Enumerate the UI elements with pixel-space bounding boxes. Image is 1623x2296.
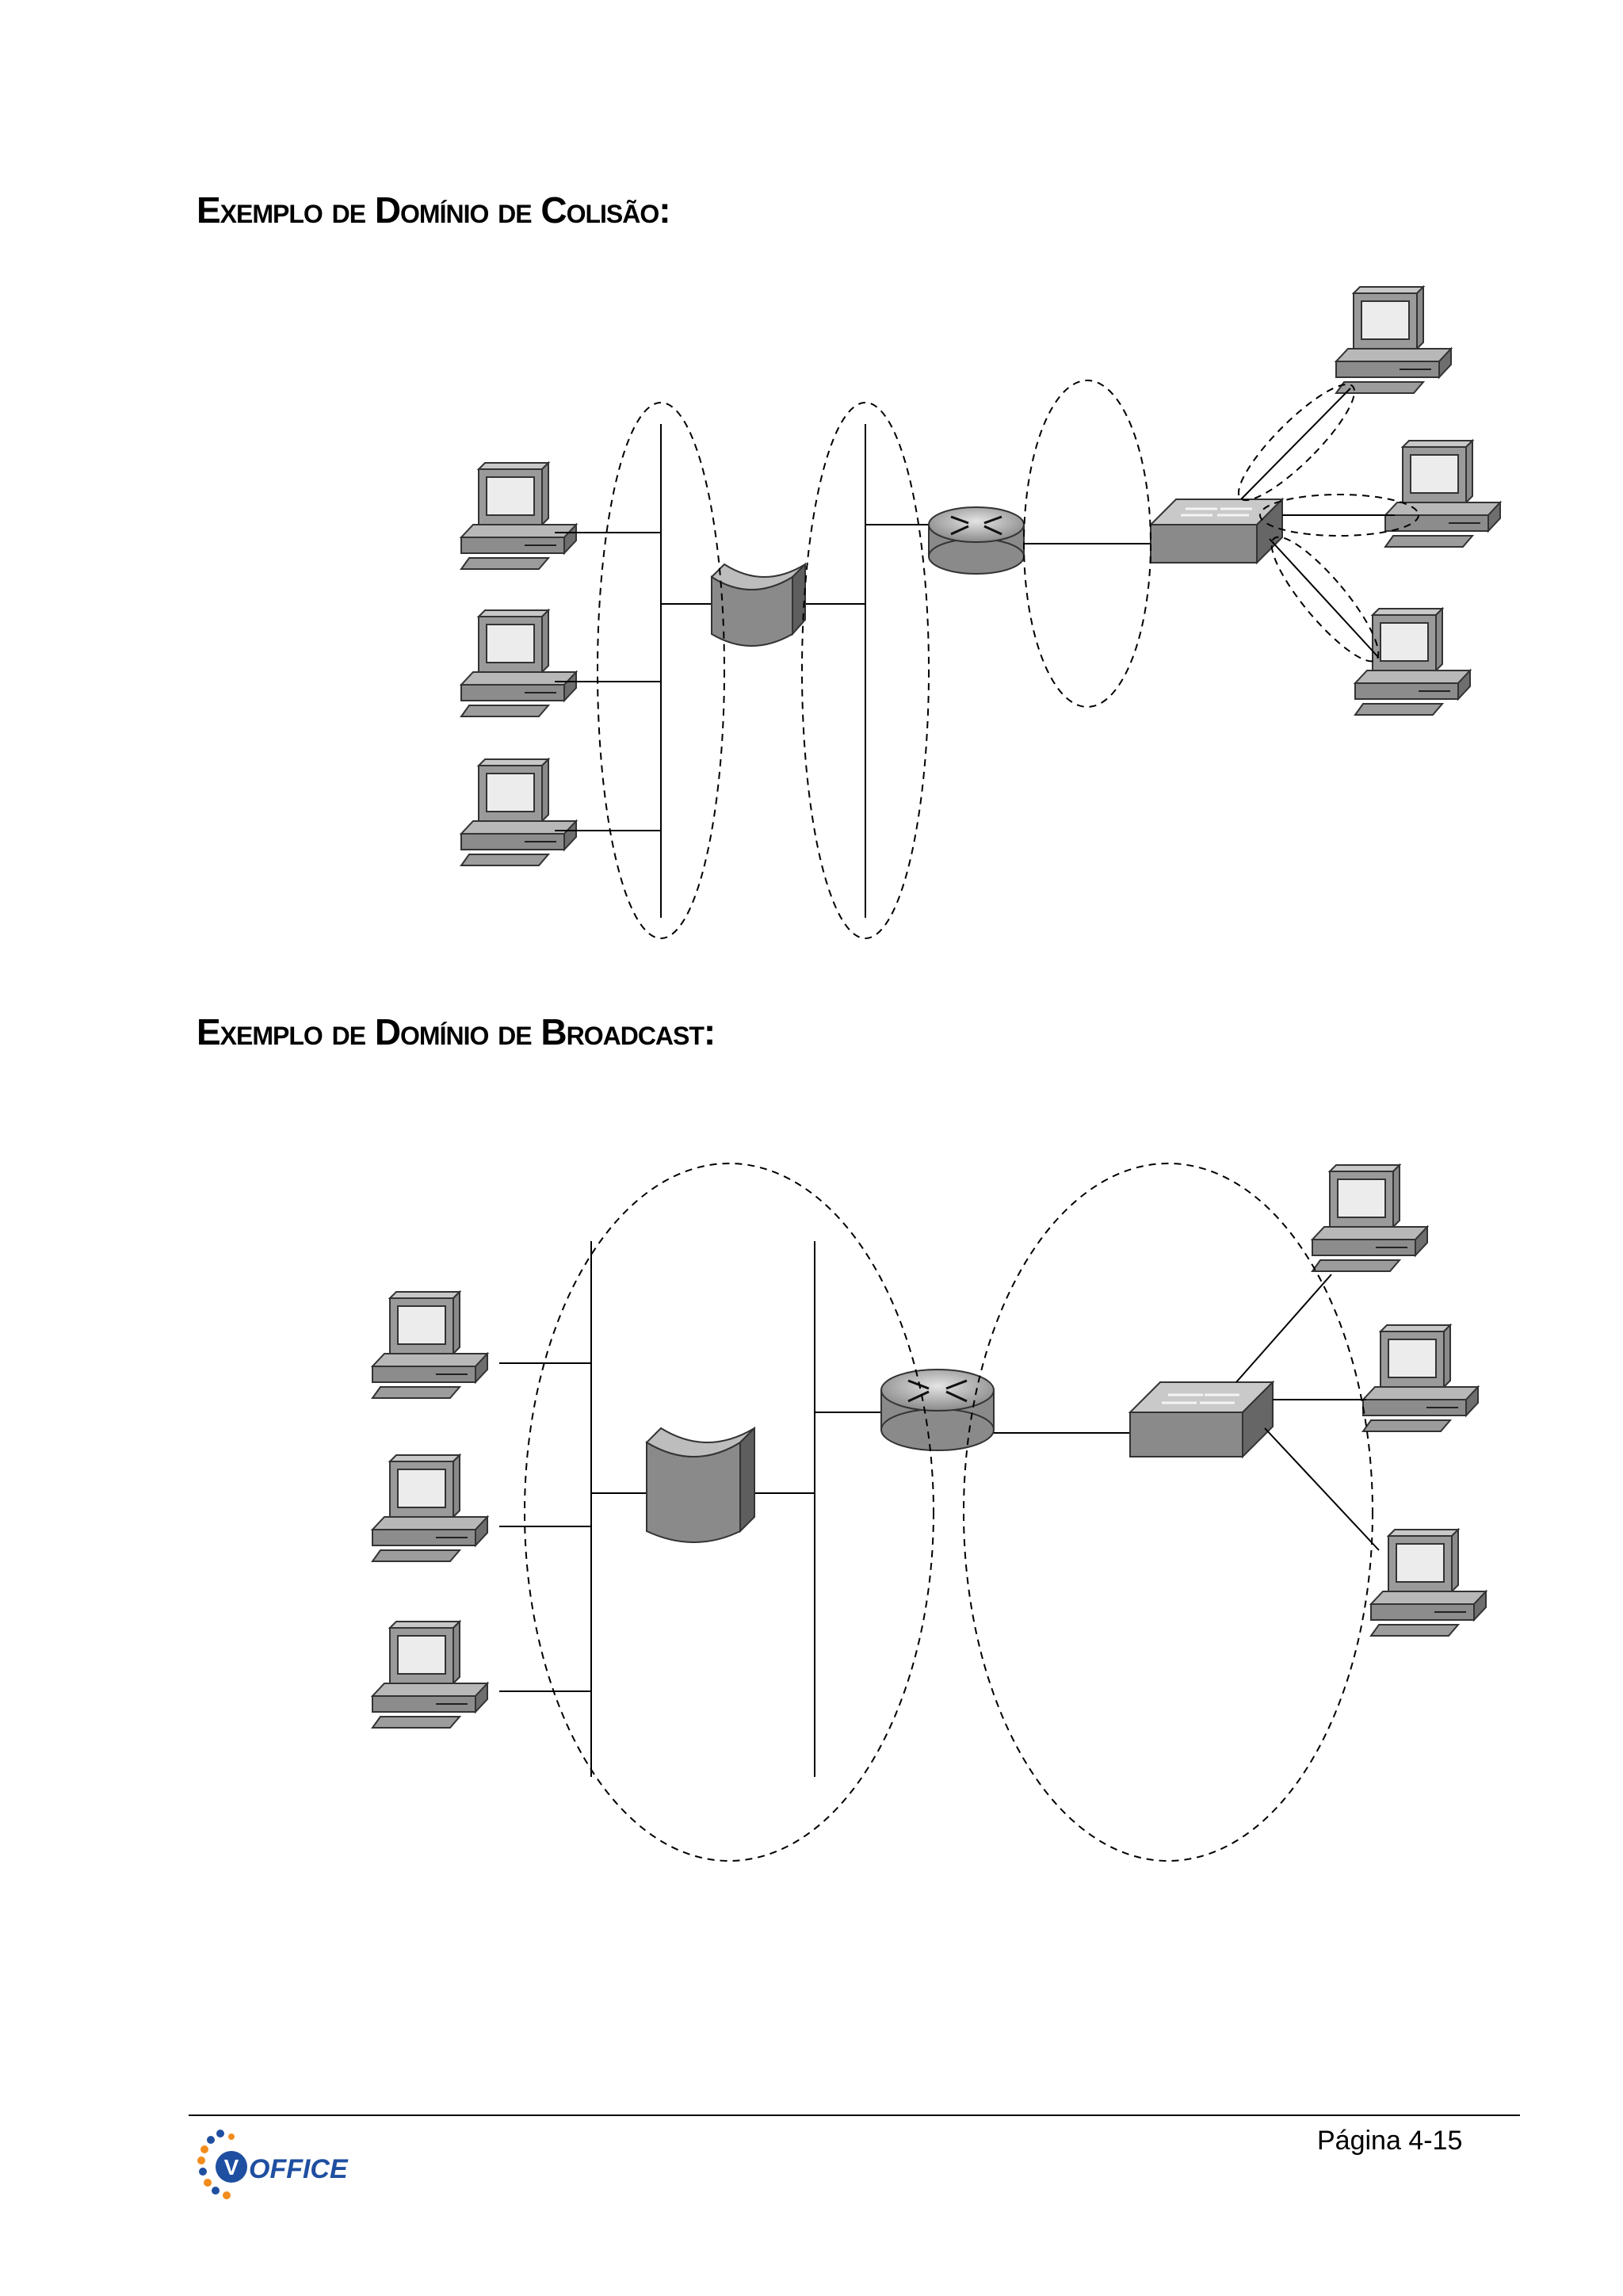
collision-domain-ellipse	[1023, 380, 1151, 708]
collision-domain-ellipse	[801, 402, 930, 939]
computer-icon	[372, 1291, 488, 1399]
logo-text: OFFICE	[249, 2154, 349, 2184]
router-icon	[928, 506, 1025, 575]
switch-icon	[1128, 1380, 1275, 1459]
computer-icon	[1384, 440, 1501, 548]
computer-icon	[460, 462, 577, 570]
logo-dots-icon	[197, 2130, 235, 2199]
computer-icon	[1312, 1164, 1428, 1272]
logo-mark: V	[224, 2155, 239, 2179]
voffice-logo: V OFFICE	[190, 2121, 380, 2212]
page-number: Página 4-15	[1317, 2126, 1463, 2156]
computer-icon	[372, 1621, 488, 1729]
broadcast-domain-ellipse	[524, 1163, 934, 1862]
collision-domain-ellipse	[1237, 383, 1356, 502]
computer-icon	[1335, 286, 1452, 394]
broadcast-domain-heading: Exemplo de Domínio de Broadcast:	[197, 1011, 716, 1052]
computer-icon	[460, 758, 577, 866]
collision-domain-ellipse	[1259, 494, 1419, 537]
broadcast-domain-ellipse	[963, 1163, 1373, 1862]
collision-domain-heading: Exemplo de Domínio de Colisão:	[197, 189, 671, 231]
bridge-icon	[645, 1426, 755, 1543]
computer-icon	[372, 1454, 488, 1562]
computer-icon	[1370, 1529, 1487, 1637]
broadcast-domain-diagram	[372, 1163, 1487, 1862]
collision-domain-diagram	[460, 286, 1501, 939]
switch-icon	[1148, 497, 1285, 565]
computer-icon	[1362, 1324, 1479, 1432]
computer-icon	[460, 609, 577, 717]
router-icon	[880, 1369, 995, 1451]
bridge-icon	[710, 562, 806, 647]
collision-domain-ellipse	[597, 402, 725, 939]
footer-divider	[189, 2115, 1520, 2116]
